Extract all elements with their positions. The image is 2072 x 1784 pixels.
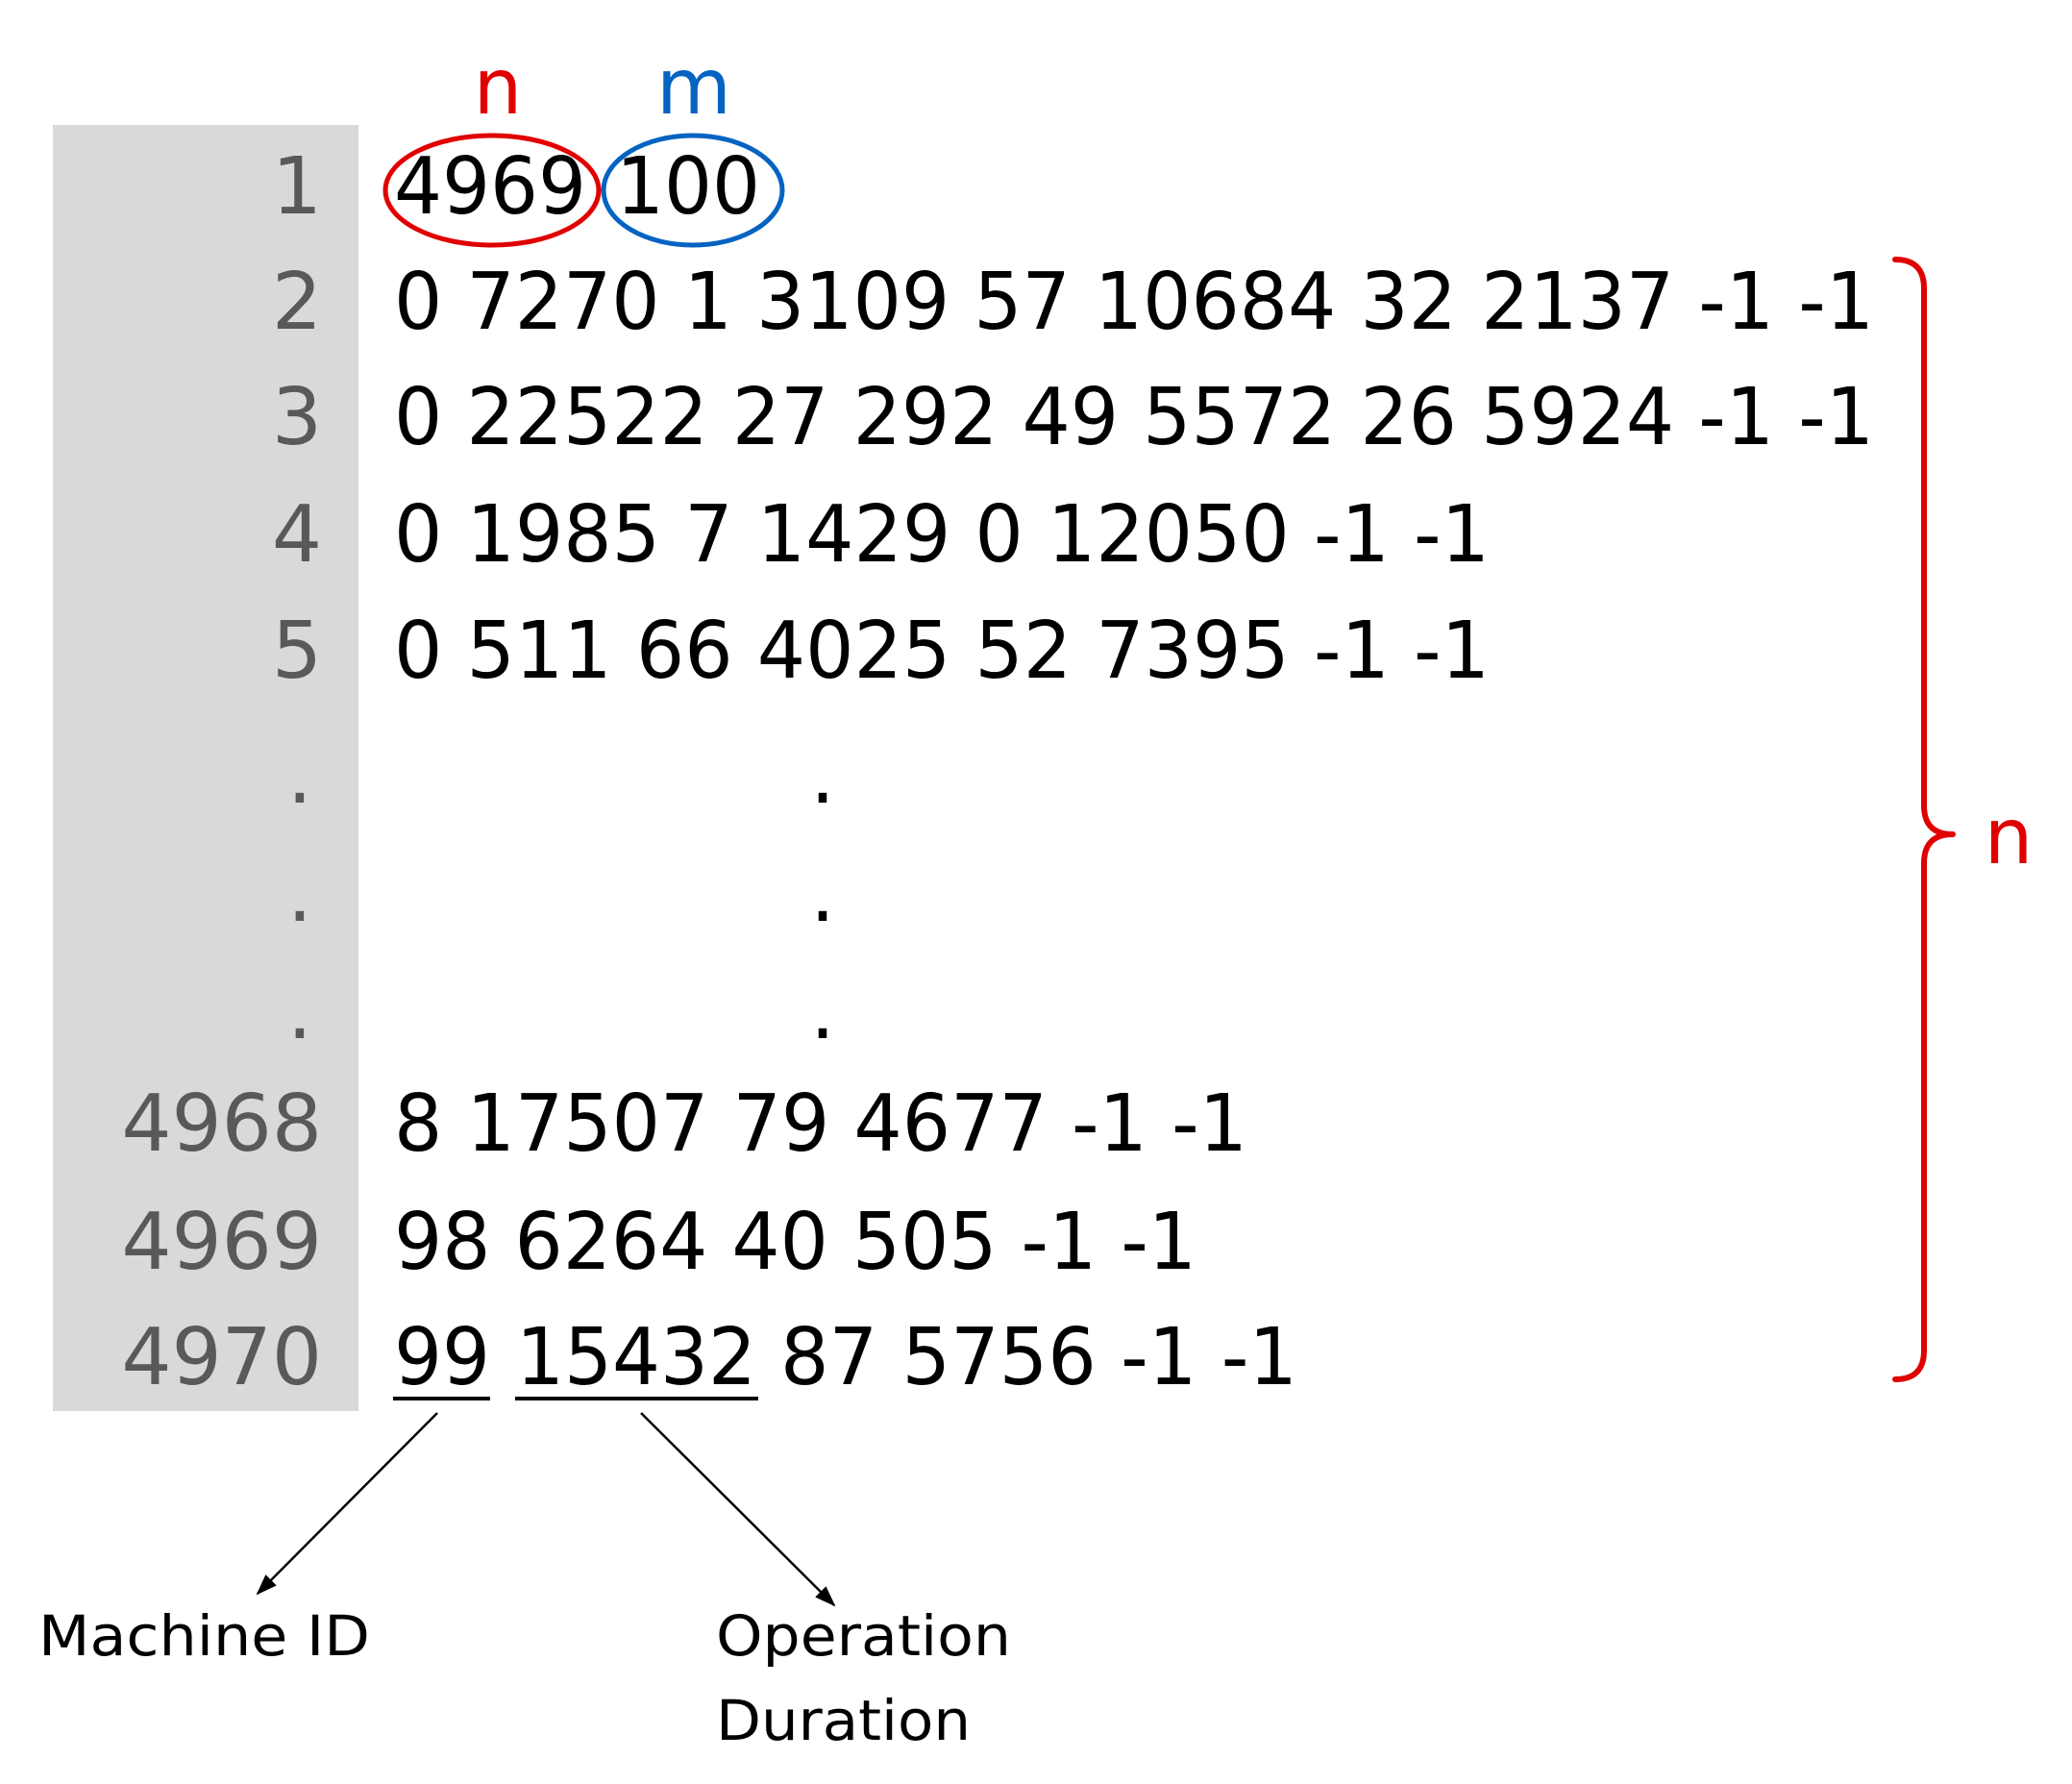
n-brace-label: n [1985,792,2034,881]
operation-label: Operation [716,1603,1011,1669]
line-number: 4968 [121,1078,322,1170]
ellipsis-dot-gutter: . [287,849,312,940]
line-number: 2 [272,257,322,348]
m-label-top: m [656,42,731,132]
line-number: 3 [272,372,322,463]
line-number-gutter [53,125,358,1411]
n-circle [382,133,602,248]
n-brace [1892,257,1956,1382]
n-value: 4969 [394,141,586,233]
line-number: 4969 [121,1197,322,1288]
line-number: 5 [272,606,322,697]
ellipsis-dot-content: . [810,966,835,1057]
duration-label: Duration [716,1688,971,1753]
machine-id-label: Machine ID [38,1603,370,1669]
data-row-text: 0 1985 7 1429 0 12050 -1 -1 [394,489,1490,581]
data-row-text: 0 511 66 4025 52 7395 -1 -1 [394,606,1490,697]
m-circle [601,133,785,248]
data-row-text: 8 17507 79 4677 -1 -1 [394,1078,1247,1170]
data-row-text: 0 22522 27 292 49 5572 26 5924 -1 -1 [394,372,1874,463]
data-rows: 2 0 7270 1 3109 57 10684 32 2137 -1 -1 3 0 … [121,257,1874,1288]
last-row-rest: 87 5756 -1 -1 [780,1312,1297,1403]
ellipsis-dot-content: . [810,731,835,822]
line-number: 4 [272,489,322,581]
line-number-1: 1 [272,141,322,233]
operation-duration-arrow [640,1412,836,1607]
operation-duration-value: 15432 [516,1312,756,1403]
ellipsis-dot-gutter: . [287,731,312,822]
machine-id-value: 99 [394,1312,490,1403]
ellipsis-dot-gutter: . [287,966,312,1057]
machine-id-arrow [256,1412,438,1596]
n-label-top: n [474,42,523,132]
m-value: 100 [616,141,760,233]
data-row-text: 0 7270 1 3109 57 10684 32 2137 -1 -1 [394,257,1874,348]
data-row-text: 98 6264 40 505 -1 -1 [394,1197,1196,1288]
line-number-4970: 4970 [121,1312,322,1403]
ellipsis-dot-content: . [810,849,835,940]
